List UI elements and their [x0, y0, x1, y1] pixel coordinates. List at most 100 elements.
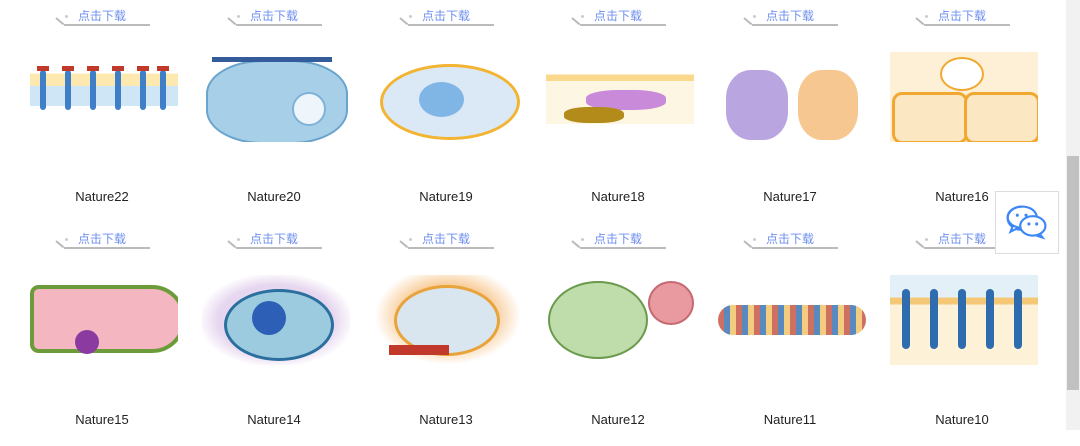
download-button[interactable]: 点击下载	[914, 6, 1010, 26]
download-underline	[580, 24, 666, 26]
template-thumbnail[interactable]	[30, 52, 178, 142]
download-button[interactable]: 点击下载	[398, 6, 494, 26]
thumbnail-shape	[115, 70, 121, 110]
download-label: 点击下载	[78, 9, 127, 23]
scrollbar-thumb[interactable]	[1067, 156, 1079, 390]
thumbnail-shape	[212, 57, 332, 62]
template-card: 点击下载 Nature19	[360, 0, 532, 223]
template-title: Nature14	[247, 412, 301, 427]
template-thumbnail[interactable]	[890, 52, 1038, 142]
template-card: 点击下载 Nature18	[532, 0, 704, 223]
template-thumbnail[interactable]	[202, 52, 350, 142]
thumbnail-shape	[394, 285, 500, 356]
template-card: 点击下载 Nature15	[16, 223, 188, 446]
download-decoration	[55, 17, 65, 26]
thumbnail-shape	[252, 301, 286, 335]
download-button[interactable]: 点击下载	[570, 6, 666, 26]
template-title: Nature17	[763, 189, 817, 204]
download-label: 点击下载	[250, 9, 299, 23]
template-card: 点击下载 Nature10	[876, 223, 1048, 446]
download-underline	[752, 24, 838, 26]
download-dot-icon	[581, 238, 584, 241]
thumbnail-shape	[37, 66, 49, 71]
template-card: 点击下载 Nature14	[188, 223, 360, 446]
thumbnail-shape	[87, 66, 99, 71]
thumbnail-shape	[940, 57, 984, 91]
thumbnail-shape	[40, 70, 46, 110]
download-button[interactable]: 点击下载	[570, 229, 666, 249]
thumbnail-shape	[206, 60, 348, 142]
download-label: 点击下载	[594, 232, 643, 246]
download-button[interactable]: 点击下载	[742, 6, 838, 26]
template-title: Nature22	[75, 189, 129, 204]
template-thumbnail[interactable]	[718, 52, 866, 142]
template-thumbnail[interactable]	[718, 275, 866, 365]
template-card: 点击下载 Nature11	[704, 223, 876, 446]
thumbnail-shape	[586, 90, 666, 110]
download-decoration	[743, 17, 753, 26]
template-title: Nature18	[591, 189, 645, 204]
template-thumbnail[interactable]	[202, 275, 350, 365]
thumbnail-shape	[892, 92, 968, 142]
download-dot-icon	[409, 15, 412, 18]
template-card: 点击下载 Nature17	[704, 0, 876, 223]
template-card: 点击下载 Nature12	[532, 223, 704, 446]
thumbnail-shape	[140, 70, 146, 110]
download-underline	[236, 247, 322, 249]
wechat-share-button[interactable]	[995, 191, 1059, 254]
download-decoration	[399, 17, 409, 26]
thumbnail-shape	[548, 281, 648, 359]
download-button[interactable]: 点击下载	[226, 229, 322, 249]
download-dot-icon	[409, 238, 412, 241]
download-label: 点击下载	[250, 232, 299, 246]
download-dot-icon	[925, 15, 928, 18]
download-button[interactable]: 点击下载	[54, 6, 150, 26]
download-decoration	[743, 240, 753, 249]
download-underline	[236, 24, 322, 26]
template-thumbnail[interactable]	[30, 275, 178, 365]
thumbnail-shape	[798, 70, 858, 140]
download-button[interactable]: 点击下载	[398, 229, 494, 249]
download-label: 点击下载	[422, 232, 471, 246]
download-dot-icon	[753, 15, 756, 18]
download-decoration	[915, 240, 925, 249]
download-label: 点击下载	[938, 9, 987, 23]
template-thumbnail[interactable]	[374, 275, 522, 365]
download-underline	[580, 247, 666, 249]
download-label: 点击下载	[78, 232, 127, 246]
download-label: 点击下载	[938, 232, 987, 246]
scrollbar[interactable]	[1066, 0, 1080, 430]
download-button[interactable]: 点击下载	[914, 229, 1010, 249]
thumbnail-shape	[564, 107, 624, 123]
download-decoration	[227, 17, 237, 26]
thumbnail-shape	[157, 66, 169, 71]
download-button[interactable]: 点击下载	[742, 229, 838, 249]
thumbnail-shape	[112, 66, 124, 71]
thumbnail-shape	[65, 70, 71, 110]
template-card: 点击下载 Nature13	[360, 223, 532, 446]
template-thumbnail[interactable]	[546, 52, 694, 142]
download-underline	[64, 247, 150, 249]
wechat-icon	[1006, 205, 1047, 240]
thumbnail-shape	[986, 289, 994, 349]
template-thumbnail[interactable]	[890, 275, 1038, 365]
template-title: Nature20	[247, 189, 301, 204]
download-underline	[64, 24, 150, 26]
download-dot-icon	[65, 15, 68, 18]
template-thumbnail[interactable]	[546, 275, 694, 365]
template-title: Nature19	[419, 189, 473, 204]
download-button[interactable]: 点击下载	[54, 229, 150, 249]
download-decoration	[915, 17, 925, 26]
thumbnail-shape	[930, 289, 938, 349]
download-underline	[752, 247, 838, 249]
thumbnail-shape	[62, 66, 74, 71]
download-dot-icon	[65, 238, 68, 241]
thumbnail-shape	[958, 289, 966, 349]
download-dot-icon	[581, 15, 584, 18]
thumbnail-shape	[137, 66, 149, 71]
template-thumbnail[interactable]	[374, 52, 522, 142]
thumbnail-shape	[160, 70, 166, 110]
download-underline	[408, 247, 494, 249]
download-button[interactable]: 点击下载	[226, 6, 322, 26]
